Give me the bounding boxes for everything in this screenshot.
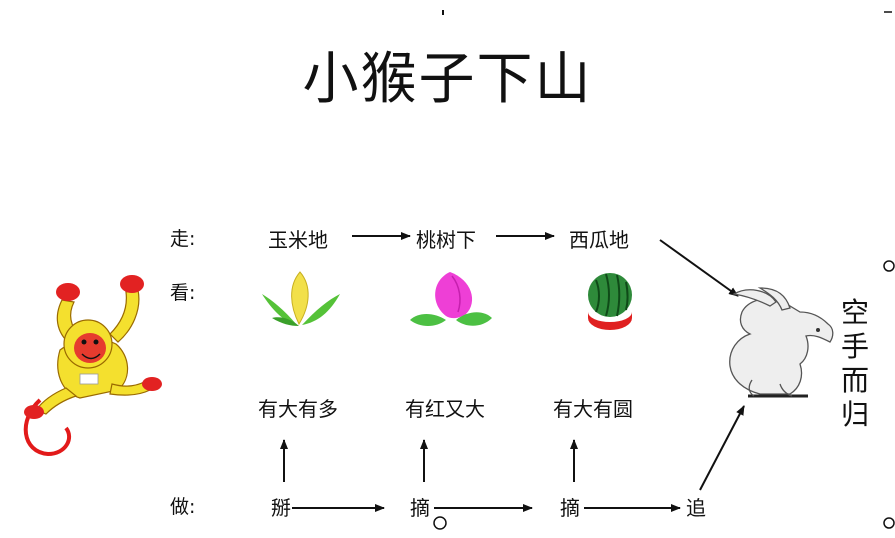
page-title: 小猴子下山 xyxy=(302,47,593,112)
action-pick-peach: 摘 xyxy=(410,496,430,520)
selection-handle xyxy=(883,517,895,529)
place-peach-tree: 桃树下 xyxy=(416,228,476,252)
desc-peach: 有红又大 xyxy=(405,397,485,421)
action-pick-corn: 掰 xyxy=(271,496,291,520)
arrow-to-rabbit-bottom xyxy=(699,405,745,491)
action-pick-watermelon: 摘 xyxy=(560,496,580,520)
action-chase: 追 xyxy=(686,496,706,520)
selection-handle xyxy=(883,260,895,272)
rabbit-icon xyxy=(729,287,834,398)
peach-icon xyxy=(410,272,492,326)
corn-icon xyxy=(262,271,340,326)
see-row-label: 看: xyxy=(170,282,196,304)
arrow-to-rabbit-top xyxy=(659,239,739,297)
selection-handle xyxy=(433,516,447,530)
place-watermelon-field: 西瓜地 xyxy=(569,228,629,252)
walk-row-label: 走: xyxy=(170,228,196,250)
watermelon-icon xyxy=(588,273,632,330)
desc-watermelon: 有大有圆 xyxy=(553,397,633,421)
place-corn-field: 玉米地 xyxy=(268,228,328,252)
result-vertical-text: 空 手 而 归 xyxy=(840,296,869,431)
monkey-icon xyxy=(23,275,162,457)
do-row-label: 做: xyxy=(170,496,196,518)
desc-corn: 有大有多 xyxy=(258,397,338,421)
